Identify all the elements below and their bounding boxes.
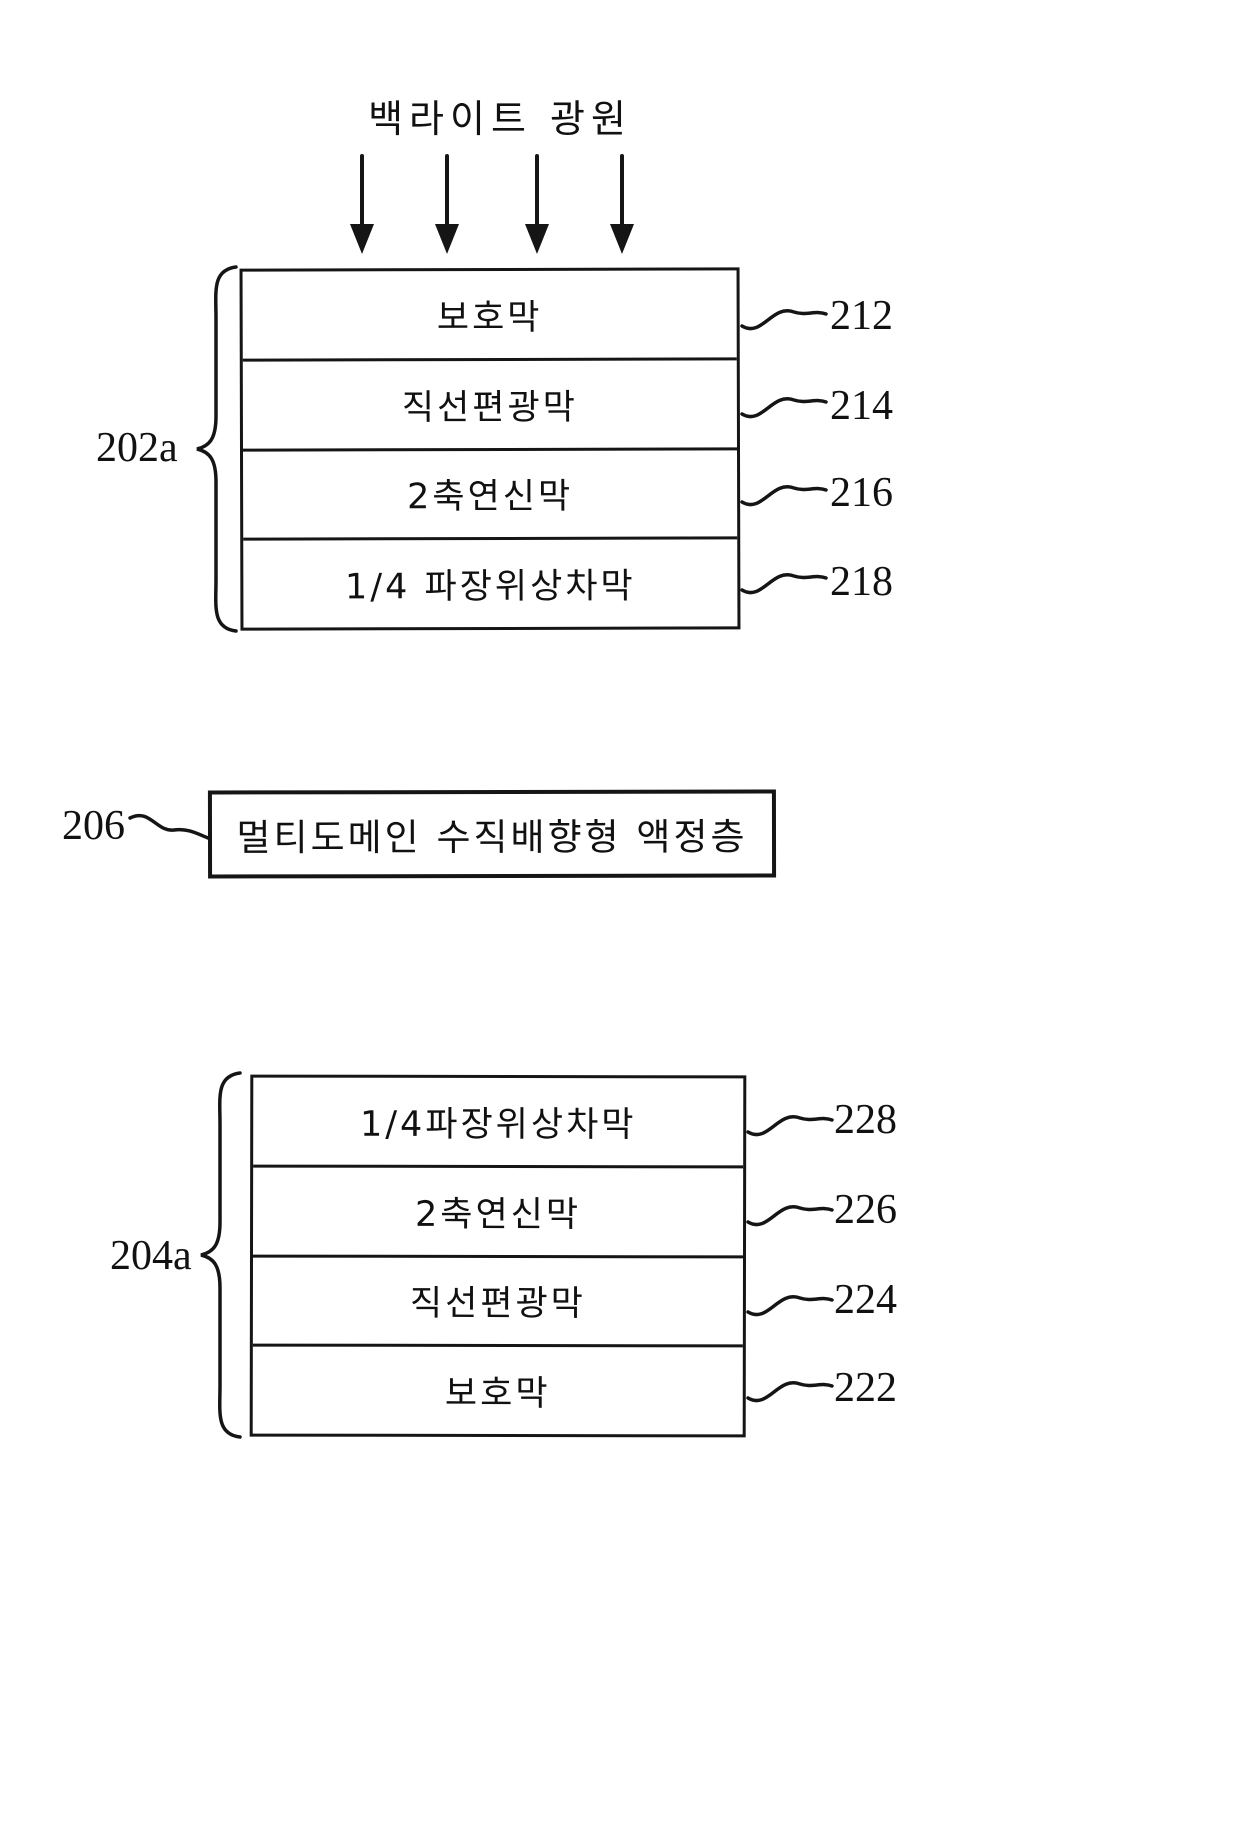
ref-label-206: 206 bbox=[62, 803, 125, 849]
layer-quarter-wave-film-top: 1/4 파장위상차막 bbox=[243, 540, 737, 628]
layer-label: 2축연신막 bbox=[414, 1194, 582, 1235]
ref-label-214: 214 bbox=[830, 383, 893, 429]
brace-label-202a: 202a bbox=[96, 425, 178, 471]
layer-biaxial-stretch-film-top: 2축연신막 bbox=[243, 449, 738, 541]
ref-label-212: 212 bbox=[830, 293, 893, 339]
brace-label-204a: 204a bbox=[110, 1233, 192, 1279]
leader-line-226 bbox=[746, 1205, 834, 1227]
leader-line-212 bbox=[740, 309, 828, 331]
ref-label-228: 228 bbox=[834, 1097, 897, 1143]
leader-line-224 bbox=[746, 1295, 834, 1317]
layer-biaxial-stretch-film-bottom: 2축연신막 bbox=[252, 1167, 744, 1258]
ref-label-216: 216 bbox=[830, 470, 893, 516]
bottom-film-stack: 1/4파장위상차막 2축연신막 직선편광막 보호막 bbox=[249, 1074, 747, 1438]
liquid-crystal-layer-box: 멀티도메인 수직배향형 액정층 bbox=[207, 789, 777, 879]
leader-line-218 bbox=[740, 573, 828, 595]
ref-label-222: 222 bbox=[834, 1365, 897, 1411]
down-arrow-icon bbox=[525, 154, 549, 254]
leader-lines-bottom bbox=[746, 1115, 834, 1403]
leader-line-214 bbox=[740, 397, 828, 419]
layer-label: 직선편광막 bbox=[409, 1284, 586, 1325]
brace-left-bottom-stack bbox=[200, 1071, 242, 1439]
leader-line-206 bbox=[128, 813, 210, 840]
layer-linear-polarizer-top: 직선편광막 bbox=[242, 360, 738, 452]
leader-line-216 bbox=[740, 485, 828, 507]
down-arrow-icon bbox=[435, 154, 459, 254]
top-film-stack: 보호막 직선편광막 2축연신막 1/4 파장위상차막 bbox=[239, 267, 741, 631]
leader-line-222 bbox=[746, 1381, 834, 1403]
down-arrow-icon bbox=[610, 154, 634, 254]
layer-label: 보호막 bbox=[444, 1374, 551, 1415]
layer-label: 2축연신막 bbox=[407, 477, 574, 518]
layer-protective-film-bottom: 보호막 bbox=[253, 1347, 743, 1435]
layer-protective-film-top: 보호막 bbox=[242, 270, 737, 362]
layer-linear-polarizer-bottom: 직선편광막 bbox=[252, 1257, 743, 1348]
layer-label: 멀티도메인 수직배향형 액정층 bbox=[236, 815, 748, 860]
leader-lines-top bbox=[740, 309, 828, 595]
ref-label-218: 218 bbox=[830, 559, 893, 605]
layer-quarter-wave-film-bottom: 1/4파장위상차막 bbox=[253, 1077, 744, 1169]
down-arrow-icon bbox=[350, 154, 374, 254]
ref-label-226: 226 bbox=[834, 1187, 897, 1233]
layer-label: 1/4 파장위상차막 bbox=[344, 566, 636, 608]
leader-line-228 bbox=[746, 1115, 834, 1137]
layer-label: 1/4파장위상차막 bbox=[359, 1104, 637, 1146]
layer-label: 직선편광막 bbox=[401, 387, 578, 428]
layer-label: 보호막 bbox=[436, 297, 543, 339]
brace-left-top-stack bbox=[196, 265, 238, 633]
backlight-arrows-group bbox=[350, 154, 634, 254]
ref-label-224: 224 bbox=[834, 1277, 897, 1323]
diagram-title: 백라이트 광원 bbox=[368, 97, 632, 141]
